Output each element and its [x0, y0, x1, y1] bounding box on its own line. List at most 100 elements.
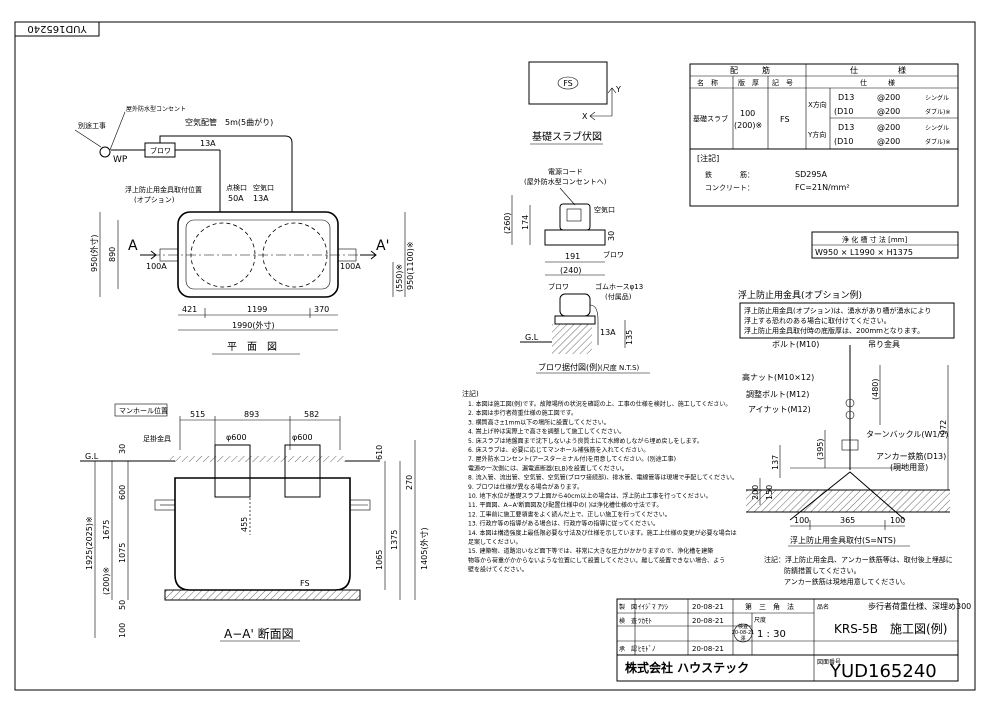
x2-bar: (D10 [834, 107, 853, 116]
air-pipe-label: 空気配管 5m(5曲がり) [185, 117, 273, 127]
note-item: 3. 横筒高さ±1mm以下の場所に設置してください。 [468, 418, 610, 426]
dim-1990: 1990(外寸) [232, 320, 275, 330]
dim-1199: 1199 [247, 305, 267, 314]
note-item: 壁を設けてください。 [468, 566, 528, 574]
stamp-date: 20-08-21 [732, 630, 755, 636]
float-note-3: 浮上防止用金具取付時の底版厚は、200mmとなります。 [744, 326, 924, 335]
phi600-b: φ600 [292, 433, 313, 442]
row-name: 基礎スラブ [693, 114, 728, 123]
float-d972: 972 [939, 420, 948, 435]
dim-200: (200)※ [102, 567, 111, 595]
tank-dimensions-box: 浄 化 槽 寸 法 [mm] W950 × L1990 × H1375 [811, 231, 959, 259]
blower-box-label: ブロワ [150, 146, 171, 155]
design-date: 20-08-21 [692, 603, 724, 611]
section-a-left: A [128, 238, 138, 254]
size-13a-label: 13A [253, 194, 269, 203]
dim-1375: 1375 [390, 530, 399, 550]
blower-d30: 30 [607, 231, 616, 241]
outlet-to-label: (屋外防水型コンセントへ) [524, 177, 607, 186]
turnbuckle-label: ターンバックル(W1/2) [866, 430, 948, 439]
dim-890: 890 [108, 247, 117, 262]
dim-950: 950(外寸) [89, 234, 99, 272]
slab-diagram-title: 基礎スラブ伏図 [532, 130, 602, 143]
float-d480: (480) [871, 378, 880, 400]
dim-550: (550)※ [395, 264, 404, 292]
dim-1065: 1065 [375, 550, 384, 570]
drawing-number: YUD165240 [829, 661, 937, 682]
blower-detail-scale: (尺度 N.T.S) [600, 363, 640, 372]
blower-detail: 電源コード (屋外防水型コンセントへ) 空気口 (260) 174 30 191… [503, 167, 650, 374]
x1-bar: D13 [838, 93, 854, 102]
blower-d240: (240) [560, 266, 582, 275]
fs-label: FS [300, 579, 310, 588]
approve-name: ﾋﾓﾄﾞﾉ [638, 645, 656, 653]
model-name: KRS-5B 施工図(例) [834, 622, 947, 636]
float-detail: 浮上防止用金具(オプション例) 浮上防止用金具(オプション)は、湧水があり槽が湧… [738, 289, 955, 586]
steel-value: SD295A [795, 170, 828, 179]
note-item: 4. 嵩上げ枠は実際上で高さを調整して施工してください。 [468, 428, 625, 436]
float-note-1: 浮上防止用金具(オプション)は、湧水があり槽が湧水により [744, 306, 931, 315]
blower-d135: 135 [625, 330, 634, 345]
blower-body [559, 203, 591, 231]
y2-bar: (D10 [834, 137, 853, 146]
wp-label: WP [113, 155, 128, 165]
x2-pitch: @200 [877, 107, 900, 116]
design-name: ｲｲｼﾞﾏ ｱﾂｼ [638, 603, 669, 611]
power-cord-label: 電源コード [548, 167, 583, 176]
general-notes-title: 注記) [462, 389, 479, 398]
dim-1675: 1675 [102, 520, 111, 540]
outlet-label: 屋外防水型コンセント [126, 105, 186, 113]
float-d395: (395) [816, 438, 825, 460]
y1-bar: D13 [838, 123, 854, 132]
stamp-top: 検査 [738, 623, 748, 630]
y-axis-label: Y [615, 85, 621, 94]
float-d137: 137 [771, 455, 780, 470]
product-spec: 歩行者荷重仕様、深埋め300 [868, 601, 971, 611]
symbol-value: FS [780, 115, 790, 124]
section-title: A−A' 断面図 [224, 626, 294, 641]
float-position-label: 浮上防止用金具取付位置 [125, 185, 202, 194]
dim-30: 30 [118, 444, 127, 454]
plan-view: 別途工事 WP 屋外防水型コンセント ブロワ 空気配管 5m(5曲がり) 13A… [74, 105, 415, 355]
section-a-right: A' [376, 238, 389, 254]
slab-fs-label: FS [563, 79, 573, 88]
section-view: マンホール位置 515 893 582 足掛金具 φ600 φ600 G.L 4… [80, 403, 429, 642]
inspection-label: 点検口 [226, 183, 247, 192]
spec-header: 仕 様 [850, 65, 906, 75]
float-d365: 365 [840, 516, 855, 525]
scale-value: 1 : 30 [757, 629, 786, 640]
col-symbol: 記 号 [772, 78, 793, 87]
note-item: 8. 流入管、流出管、空気管、空気管(ブロワ接続部)、排水管、電線管等は現場で手… [468, 474, 738, 482]
float-note-2: 浮上する恐れのある場合に取付けてください。 [744, 316, 891, 325]
tank-section-outline [174, 477, 351, 591]
x-axis-label: X [582, 112, 588, 121]
dim-100: 100 [118, 623, 127, 638]
dim-421: 421 [182, 305, 197, 314]
check-name: ﾂｶﾓﾄ [638, 617, 652, 625]
note-item: 物等から荷重がかからないような位置にして設置してください。離して設置できない場合… [468, 556, 725, 564]
note-item: 7. 屋外防水コンセント(アースターミナル付)を用意してください。(別途工事) [468, 455, 676, 463]
dim-270: 270 [405, 475, 414, 490]
approve-date: 20-08-21 [692, 645, 724, 653]
stamp-bottom: 澤 [740, 635, 745, 642]
inlet-100a-label: 100A [146, 262, 167, 271]
note-item: 5. 床スラブは地盤面まで沈下しないよう良質土にて水締めしながら埋め戻しをします… [468, 437, 703, 445]
note-item: 6. 床スラブは、必要に応じてマンホール補強筋を入れてください。 [468, 446, 649, 454]
col-name: 名 称 [697, 78, 718, 87]
hanger-label: 吊り金具 [868, 339, 900, 349]
dim-893: 893 [244, 410, 259, 419]
tank-dims-value: W950 × L1990 × H1375 [815, 248, 913, 257]
note-item: 11. 平面図、A−A'断面図及び配置仕様中の( )は浄化槽仕様の寸法です。 [468, 501, 662, 509]
y2-type: ダブル)※ [925, 138, 950, 146]
note-item: 13. 行政庁等の指導がある場合は、行政庁等の指導に従ってください。 [468, 520, 659, 528]
blower-d174: 174 [521, 215, 530, 230]
drawing-no-label: 図面番号 [817, 659, 841, 666]
ladder-label: 足掛金具 [143, 434, 171, 443]
notes-box-title: [注記] [697, 153, 719, 163]
anchor-label: アンカー鉄筋(D13) [876, 451, 946, 461]
design-label: 製 図 [619, 603, 637, 611]
thickness-alt: (200)※ [734, 121, 762, 130]
float-section-title: 浮上防止用金具取付(S=NTS) [790, 535, 896, 545]
dim-1075: 1075 [118, 543, 127, 563]
manhole-label: マンホール位置 [119, 406, 168, 415]
